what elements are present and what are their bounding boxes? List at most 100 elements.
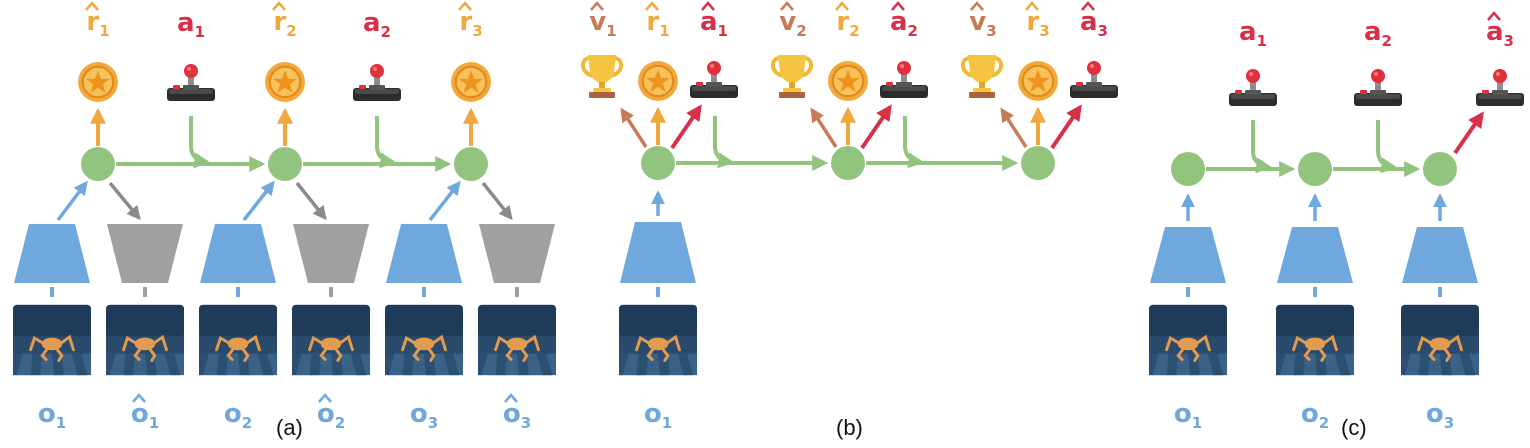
reward-label-b-1: r1 [645, 1, 670, 40]
reward-label-b-2: r2 [835, 1, 860, 40]
observation-frame-a-2 [106, 304, 184, 376]
trophy-icon [580, 53, 624, 100]
latent-node-a-1 [81, 147, 115, 181]
obs-label-c-2: o2 [1301, 399, 1329, 432]
action-label-b-3: a3 [1080, 1, 1108, 40]
decode-arrow-a-2 [295, 181, 327, 221]
decoder-a-2 [293, 224, 369, 283]
encoder-a-2 [200, 224, 276, 283]
svg-text:o2: o2 [224, 399, 252, 432]
value-arrow-b-3 [1000, 107, 1028, 148]
latent-node-a-3 [454, 147, 488, 181]
latent-node-b-1 [641, 146, 675, 180]
decoder-a-1 [107, 224, 183, 283]
obs-label-a-5: o3 [410, 399, 438, 432]
obs-label-a-4: o2 [317, 393, 345, 432]
joystick-icon [1476, 69, 1524, 106]
reward-label-a-2: r2 [272, 1, 297, 40]
observation-frame-b-1 [619, 304, 697, 376]
star-coin-icon [1017, 60, 1059, 102]
svg-text:o3: o3 [503, 399, 531, 432]
action-label-a-1: a1 [177, 8, 205, 41]
obs-label-a-1: o1 [38, 399, 66, 432]
svg-text:v2: v2 [779, 7, 806, 40]
decode-arrow-a-3 [481, 181, 513, 221]
svg-text:r1: r1 [646, 7, 669, 40]
svg-text:r2: r2 [836, 7, 859, 40]
observation-frame-c-2 [1276, 304, 1354, 376]
obs-label-c-3: o3 [1426, 399, 1454, 432]
joystick-icon [353, 64, 401, 101]
svg-text:o2: o2 [317, 399, 345, 432]
joystick-icon [1070, 61, 1118, 98]
action-label-c-3: a3 [1486, 11, 1514, 50]
svg-text:o3: o3 [1426, 399, 1454, 432]
action-input-arrow-a-2 [375, 116, 397, 169]
value-label-b-3: v3 [969, 1, 997, 40]
action-input-arrow-c-1 [1251, 120, 1273, 174]
action-input-arrow-b-2 [903, 116, 925, 169]
latent-node-b-3 [1021, 146, 1055, 180]
svg-text:r3: r3 [459, 7, 482, 40]
encode-arrow-a-3 [428, 180, 461, 222]
star-coin-icon [827, 60, 869, 102]
action-label-c-2: a2 [1364, 17, 1392, 50]
obs-label-b-1: o1 [644, 399, 672, 432]
reward-label-a-3: r3 [458, 1, 483, 40]
action-label-b-1: a1 [700, 1, 728, 40]
svg-text:o1: o1 [644, 399, 672, 432]
observation-frame-a-5 [385, 304, 463, 376]
trophy-icon [770, 53, 814, 100]
latent-node-c-1 [1171, 152, 1205, 186]
svg-text:a2: a2 [1364, 17, 1392, 50]
svg-text:o1: o1 [1174, 399, 1202, 432]
action-arrow-b-3 [1050, 104, 1082, 150]
encode-arrow-a-1 [56, 180, 88, 222]
panel-label-a: (a) [276, 415, 303, 440]
action-label-c-1: a1 [1239, 17, 1267, 50]
action-input-arrow-c-2 [1376, 120, 1398, 174]
svg-text:a1: a1 [177, 8, 205, 41]
svg-text:a2: a2 [363, 8, 391, 41]
panel-label-b: (b) [836, 415, 863, 440]
encoder-c-3 [1402, 227, 1478, 283]
encoder-a-1 [14, 224, 90, 283]
reward-label-a-1: r1 [85, 1, 110, 40]
panel-label-c: (c) [1341, 415, 1367, 440]
star-coin-icon [637, 60, 679, 102]
obs-label-a-3: o2 [224, 399, 252, 432]
svg-text:r2: r2 [273, 7, 296, 40]
value-arrow-b-1 [620, 107, 648, 148]
observation-frame-c-1 [1149, 304, 1227, 376]
obs-label-c-1: o1 [1174, 399, 1202, 432]
value-label-b-1: v1 [589, 1, 617, 40]
encoder-a-3 [386, 224, 462, 283]
svg-text:o1: o1 [38, 399, 66, 432]
encode-arrow-a-2 [242, 180, 275, 222]
star-coin-icon [450, 61, 492, 103]
reward-label-b-3: r3 [1025, 1, 1050, 40]
decoder-a-3 [479, 224, 555, 283]
action-arrow-c-3 [1453, 111, 1484, 155]
decode-arrow-a-1 [108, 181, 141, 221]
encoder-c-1 [1150, 227, 1226, 283]
svg-text:r1: r1 [86, 7, 109, 40]
action-arrow-b-1 [670, 104, 702, 150]
joystick-icon [1229, 69, 1277, 106]
latent-node-c-2 [1298, 152, 1332, 186]
latent-node-c-3 [1423, 152, 1457, 186]
star-coin-icon [264, 61, 306, 103]
value-arrow-b-2 [810, 107, 838, 148]
action-label-b-2: a2 [890, 1, 918, 40]
observation-frame-a-3 [199, 304, 277, 376]
observation-frame-a-1 [13, 304, 91, 376]
svg-text:v3: v3 [969, 7, 996, 40]
latent-node-b-2 [831, 146, 865, 180]
svg-text:o3: o3 [410, 399, 438, 432]
svg-text:o1: o1 [131, 399, 159, 432]
observation-frame-a-4 [292, 304, 370, 376]
observation-frame-c-3 [1401, 304, 1479, 376]
trophy-icon [960, 53, 1004, 100]
svg-text:a1: a1 [1239, 17, 1267, 50]
